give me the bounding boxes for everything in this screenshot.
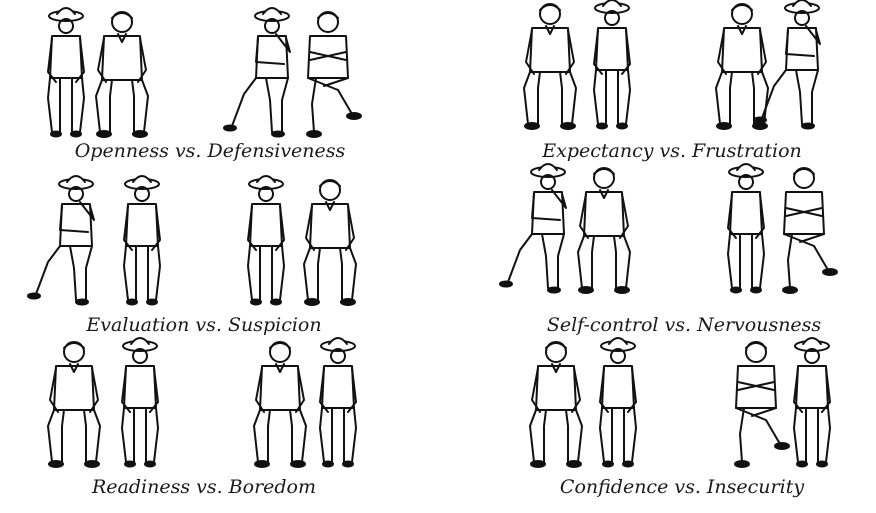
ready-man-figure — [47, 341, 101, 468]
suspicious-woman-figure — [247, 175, 285, 306]
caption-confidence-vs-insecurity: Confidence vs. Insecurity — [559, 476, 805, 498]
nervous-man-figure — [782, 167, 838, 294]
evaluating-woman-2-figure — [123, 175, 161, 306]
confident-woman-figure — [599, 337, 637, 468]
expectancy-frustration-figures — [523, 0, 821, 130]
caption-evaluation-vs-suspicion: Evaluation vs. Suspicion — [86, 314, 322, 336]
open-woman-figure — [47, 7, 85, 138]
nervous-woman-figure — [727, 163, 765, 294]
insecure-woman-figure — [793, 337, 831, 468]
caption-openness-vs-defensiveness: Openness vs. Defensiveness — [74, 140, 346, 162]
panel-confidence-vs-insecurity: Confidence vs. Insecurity — [482, 337, 876, 505]
expectant-woman-figure — [593, 0, 631, 130]
caption-readiness-vs-boredom: Readiness vs. Boredom — [91, 476, 317, 498]
controlled-woman-figure — [499, 163, 567, 294]
panel-readiness-vs-boredom: Readiness vs. Boredom — [4, 337, 404, 505]
self-control-nervousness-figures — [499, 163, 838, 294]
bored-man-figure — [253, 341, 307, 468]
open-man-figure — [95, 11, 149, 138]
defensive-woman-figure — [223, 7, 291, 138]
bored-woman-figure — [319, 337, 357, 468]
controlled-man-figure — [577, 167, 631, 294]
ready-woman-figure — [121, 337, 159, 468]
panel-expectancy-vs-frustration: Expectancy vs. Frustration — [472, 0, 872, 169]
readiness-boredom-figures — [47, 337, 357, 468]
suspicious-man-figure — [303, 179, 357, 306]
evaluation-suspicion-figures — [27, 175, 357, 306]
insecure-man-figure — [734, 341, 790, 468]
panel-evaluation-vs-suspicion: Evaluation vs. Suspicion — [4, 170, 404, 336]
caption-expectancy-vs-frustration: Expectancy vs. Frustration — [542, 140, 802, 162]
frustrated-man-figure — [715, 3, 769, 130]
defensive-man-figure — [306, 11, 362, 138]
confidence-insecurity-figures — [529, 337, 831, 468]
openness-defensiveness-figures — [47, 7, 362, 138]
confident-man-figure — [529, 341, 583, 468]
panel-self-control-vs-nervousness: Self-control vs. Nervousness — [484, 163, 876, 336]
panel-openness-vs-defensiveness: Openness vs. Defensiveness — [10, 4, 410, 169]
expectant-man-figure — [523, 3, 577, 130]
evaluating-woman-figure — [27, 175, 95, 306]
caption-self-control-vs-nervousness: Self-control vs. Nervousness — [546, 314, 822, 336]
